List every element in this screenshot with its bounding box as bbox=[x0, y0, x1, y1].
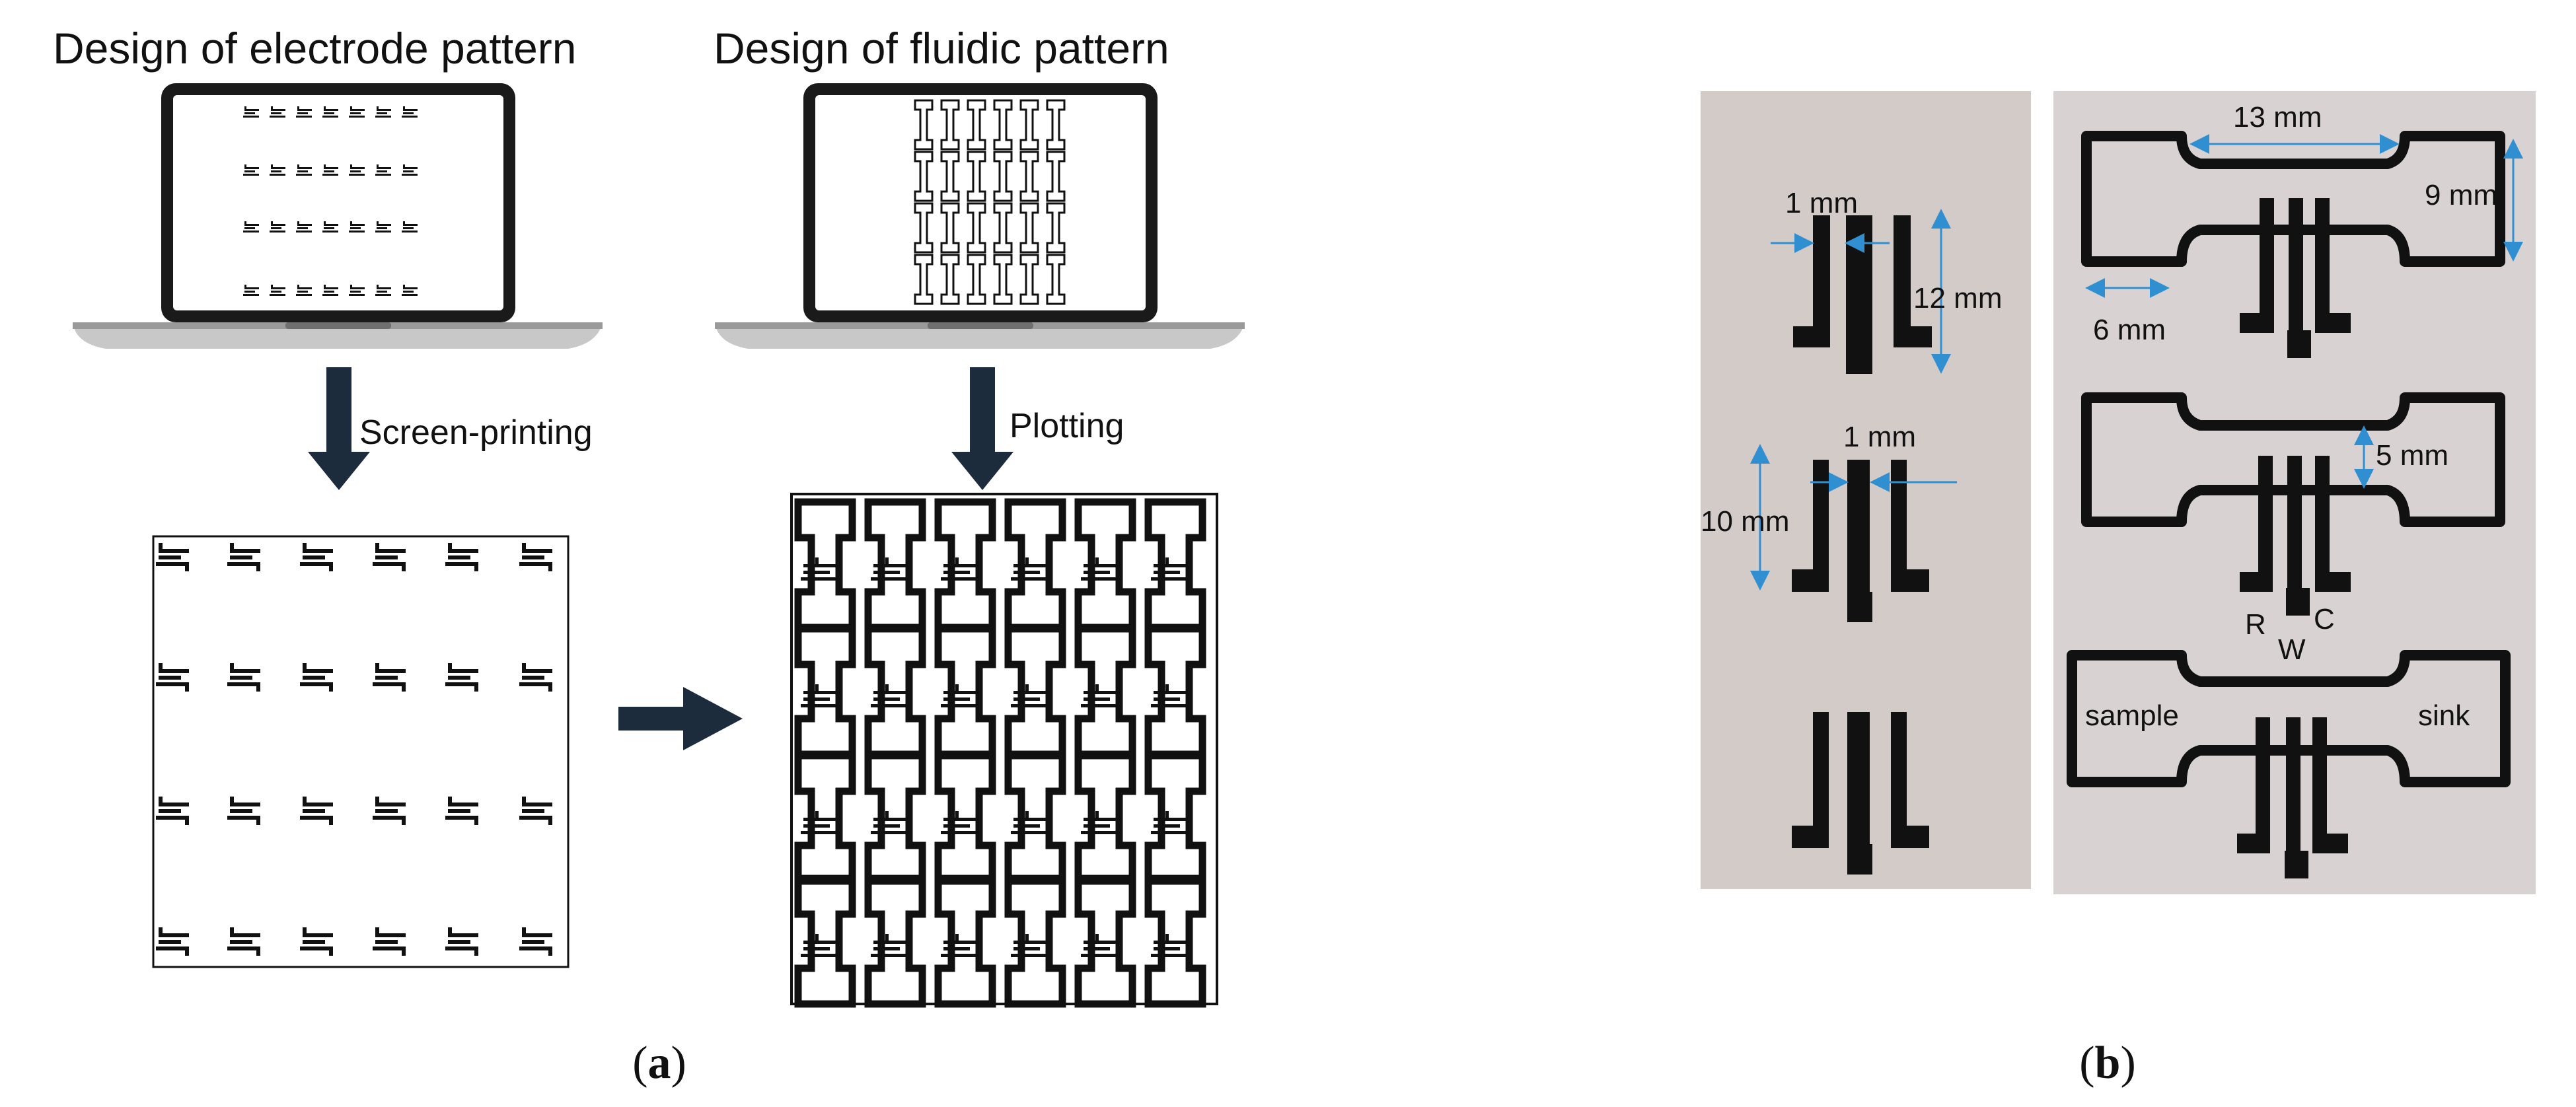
label-plotting: Plotting bbox=[1010, 407, 1124, 445]
laptop-fluidic-icon bbox=[715, 83, 1245, 349]
label-counter-electrode: C bbox=[2314, 603, 2335, 635]
laptop-electrode-icon bbox=[73, 83, 603, 349]
panel-b: 1 mm 12 mm 1 mm 10 mm bbox=[1701, 91, 2536, 1089]
fluidic-device-sheet bbox=[790, 493, 1218, 1004]
arrow-down-plotting bbox=[951, 367, 1013, 490]
title-fluidic-pattern: Design of fluidic pattern bbox=[714, 24, 1169, 73]
label-working-electrode: W bbox=[2278, 633, 2306, 666]
panel-label-b: (b) bbox=[2079, 1038, 2136, 1089]
dim-5mm: 5 mm bbox=[2376, 439, 2448, 472]
label-reference-electrode: R bbox=[2245, 608, 2266, 641]
fluidic-device-2 bbox=[2081, 392, 2505, 616]
dim-13mm: 13 mm bbox=[2233, 101, 2322, 133]
fluidic-device-1 bbox=[2081, 131, 2505, 358]
arrow-right bbox=[618, 687, 743, 750]
dim-9mm: 9 mm bbox=[2425, 179, 2497, 211]
label-sink-zone: sink bbox=[2418, 699, 2470, 732]
printed-electrode-sheet bbox=[152, 535, 570, 968]
dim-1mm-top: 1 mm bbox=[1785, 187, 1858, 219]
arrow-down-screen-printing bbox=[308, 367, 370, 490]
fluidic-device-3 bbox=[2067, 650, 2511, 878]
photo-fluidic-devices: 13 mm 9 mm 6 mm 5 mm R C W sample sink bbox=[2053, 91, 2536, 894]
label-screen-printing: Screen-printing bbox=[359, 413, 593, 452]
dim-1mm-mid: 1 mm bbox=[1843, 421, 1916, 453]
dimension-annotations-right bbox=[2085, 134, 2523, 489]
photo-electrodes: 1 mm 12 mm 1 mm 10 mm bbox=[1701, 91, 2031, 889]
dim-6mm: 6 mm bbox=[2093, 314, 2166, 346]
panel-label-a: (a) bbox=[632, 1038, 686, 1089]
dim-12mm: 12 mm bbox=[1913, 282, 2002, 314]
dim-10mm: 10 mm bbox=[1701, 505, 1789, 538]
title-electrode-pattern: Design of electrode pattern bbox=[53, 24, 576, 73]
panel-a: Design of electrode pattern Design of fl… bbox=[53, 24, 1245, 1089]
dimension-annotations-left bbox=[1750, 209, 1957, 590]
electrode-print-3 bbox=[1792, 712, 1929, 875]
label-sample-zone: sample bbox=[2085, 699, 2179, 732]
